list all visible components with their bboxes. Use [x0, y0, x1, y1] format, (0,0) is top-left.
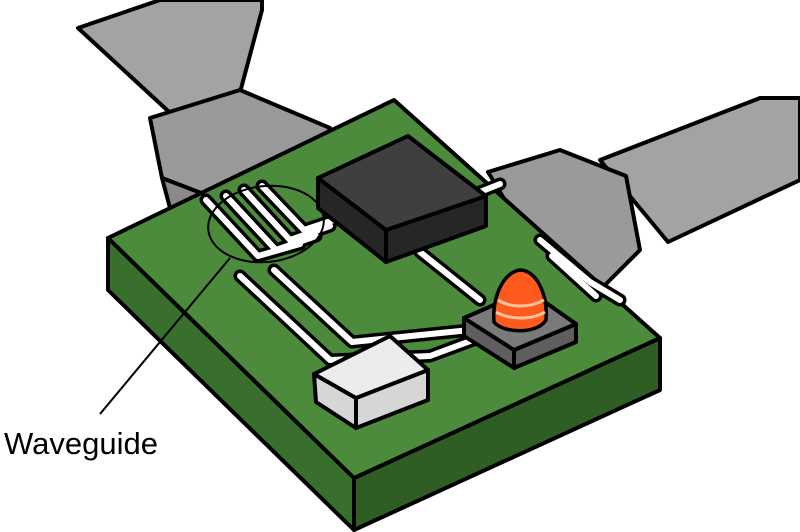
black-ic-chip — [316, 134, 488, 264]
callout-leader-line — [99, 257, 231, 415]
waveguide-highlight-circle — [207, 184, 325, 264]
white-part-top — [312, 334, 430, 400]
right-cable — [598, 96, 800, 244]
waveguide-label: Waveguide — [4, 426, 158, 461]
chip-top — [316, 134, 488, 232]
orange-led — [462, 268, 578, 370]
white-component — [312, 334, 430, 430]
